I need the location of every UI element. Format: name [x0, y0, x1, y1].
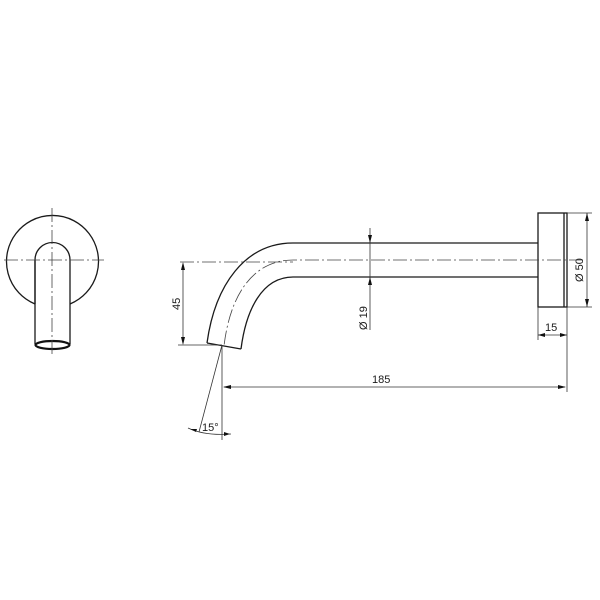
dim-19-label: Ø 19 — [358, 306, 370, 330]
arrow-icon — [368, 277, 372, 285]
dim-15-label: 15 — [545, 322, 557, 334]
arrow-icon — [538, 333, 545, 337]
pipe-centerline — [223, 259, 583, 347]
dim-185-label: 185 — [372, 374, 390, 386]
front-spout-outline — [34, 241, 71, 344]
arrow-icon — [224, 432, 230, 436]
arrow-icon — [585, 213, 589, 221]
dim-45-label: 45 — [171, 298, 183, 310]
dimensions: 45 Ø 19 Ø 50 15 185 15° — [171, 212, 592, 440]
arrow-icon — [190, 429, 197, 432]
front-view — [4, 208, 104, 356]
dim-angle-label: 15° — [202, 422, 219, 434]
angle-reference-line — [198, 344, 223, 433]
spout-outlet-ellipse — [34, 339, 71, 351]
arrow-icon — [181, 262, 185, 270]
arrow-icon — [181, 337, 185, 345]
side-view — [180, 212, 583, 350]
arrow-icon — [560, 333, 567, 337]
arrow-icon — [558, 385, 566, 389]
spout-end-face — [206, 342, 242, 350]
arrow-icon — [368, 235, 372, 243]
dim-50-label: Ø 50 — [574, 258, 586, 282]
bend-outer-arc — [206, 242, 294, 344]
bend-inner-arc — [240, 276, 294, 350]
arrow-icon — [223, 385, 231, 389]
front-flange-outline — [5, 214, 100, 305]
arrow-icon — [585, 299, 589, 307]
